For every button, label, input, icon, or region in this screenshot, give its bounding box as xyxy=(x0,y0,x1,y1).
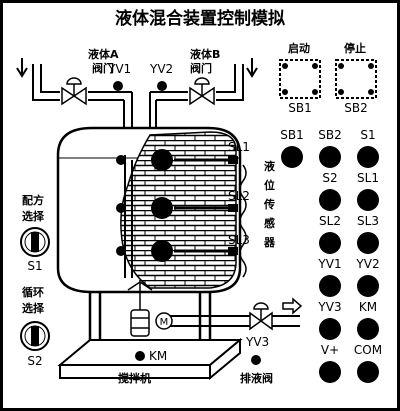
terminal-sb2[interactable] xyxy=(319,146,341,168)
terminal-label-vplus: V+ xyxy=(321,343,339,357)
terminal-com[interactable] xyxy=(357,361,379,383)
terminal-label-sb1: SB1 xyxy=(280,128,303,142)
yv1-indicator xyxy=(113,81,123,91)
sb2-label: SB2 xyxy=(344,101,367,115)
terminal-label-yv3: YV3 xyxy=(317,300,341,314)
liquid-level xyxy=(120,131,237,289)
valve-a-sub: 阀门 xyxy=(92,61,114,75)
terminal-yv2[interactable] xyxy=(357,275,379,297)
terminal-s2[interactable] xyxy=(319,189,341,211)
terminal-sl3[interactable] xyxy=(357,232,379,254)
terminal-label-sb2: SB2 xyxy=(318,128,341,142)
terminal-vplus[interactable] xyxy=(319,361,341,383)
sensor-cable xyxy=(239,164,247,278)
valve-a-label: 液体A xyxy=(88,47,119,61)
terminal-label-yv2: YV2 xyxy=(355,257,379,271)
yv2-indicator xyxy=(157,81,167,91)
terminal-km[interactable] xyxy=(357,318,379,340)
sl1-label: SL1 xyxy=(228,140,250,154)
valve-b-icon xyxy=(189,77,215,106)
mixer-motor-icon xyxy=(127,280,153,337)
svg-text:传: 传 xyxy=(263,197,275,211)
yv2-label: YV2 xyxy=(149,62,173,76)
sl3-label: SL3 xyxy=(228,233,250,247)
svg-text:感: 感 xyxy=(264,216,275,230)
start-button[interactable] xyxy=(279,59,321,99)
valve-a-icon xyxy=(61,77,87,106)
motor-symbol-label: M xyxy=(160,317,169,328)
terminal-sb1[interactable] xyxy=(281,146,303,168)
km-indicator xyxy=(135,351,145,361)
outlet-arrow-icon xyxy=(282,297,303,315)
recipe-selector-switch[interactable] xyxy=(20,227,50,257)
km-label: KM xyxy=(149,349,167,363)
sl1-indicator xyxy=(116,155,126,165)
terminal-label-s1: S1 xyxy=(360,128,375,142)
terminal-label-com: COM xyxy=(354,343,382,357)
recipe-switch-id: S1 xyxy=(27,259,42,273)
terminal-label-sl3: SL3 xyxy=(357,214,379,228)
base-platform xyxy=(57,337,243,381)
terminal-yv1[interactable] xyxy=(319,275,341,297)
outlet-pipe xyxy=(170,315,300,327)
drain-valve-icon xyxy=(249,302,273,331)
cycle-switch-label-line1: 循环 xyxy=(22,285,44,299)
valve-b-label: 液体B xyxy=(190,47,220,61)
cycle-switch-id: S2 xyxy=(27,354,42,368)
recipe-switch-label-line1: 配方 xyxy=(22,193,44,207)
svg-text:器: 器 xyxy=(263,236,276,249)
valve-b-sub: 阀门 xyxy=(190,61,212,75)
sl2-indicator xyxy=(116,203,126,213)
drain-valve-label: 排液阀 xyxy=(240,371,273,385)
mixer-label: 搅拌机 xyxy=(118,371,151,385)
terminal-s1[interactable] xyxy=(357,146,379,168)
sl2-label: SL2 xyxy=(228,189,250,203)
terminal-yv3[interactable] xyxy=(319,318,341,340)
recipe-switch-label-line2: 选择 xyxy=(22,209,45,223)
yv3-label: YV3 xyxy=(245,335,269,349)
tank-internals xyxy=(124,155,133,278)
terminal-label-km: KM xyxy=(359,300,377,314)
cycle-switch-label-line2: 选择 xyxy=(22,301,45,315)
sl3-indicator xyxy=(116,246,126,256)
panel-title: 液体混合装置控制模拟 xyxy=(115,8,285,29)
cycle-selector-switch[interactable] xyxy=(20,321,50,351)
terminal-label-yv1: YV1 xyxy=(317,257,341,271)
stop-button-label: 停止 xyxy=(344,41,366,55)
start-button-label: 启动 xyxy=(288,41,310,55)
svg-text:液: 液 xyxy=(264,159,276,173)
terminal-label-sl1: SL1 xyxy=(357,171,379,185)
yv3-indicator xyxy=(251,355,261,365)
yv1-label: YV1 xyxy=(107,62,131,76)
svg-text:位: 位 xyxy=(264,178,275,192)
sb1-label: SB1 xyxy=(288,101,311,115)
level-sensor-caption: 液 位 传 感 器 xyxy=(263,159,276,249)
terminal-label-s2: S2 xyxy=(322,171,337,185)
inlet-pipes xyxy=(16,58,258,128)
terminal-sl1[interactable] xyxy=(357,189,379,211)
stop-button[interactable] xyxy=(335,59,377,99)
terminal-label-sl2: SL2 xyxy=(319,214,341,228)
motor-symbol-icon xyxy=(155,312,173,330)
terminal-sl2[interactable] xyxy=(319,232,341,254)
level-sensor-icons xyxy=(151,149,238,262)
